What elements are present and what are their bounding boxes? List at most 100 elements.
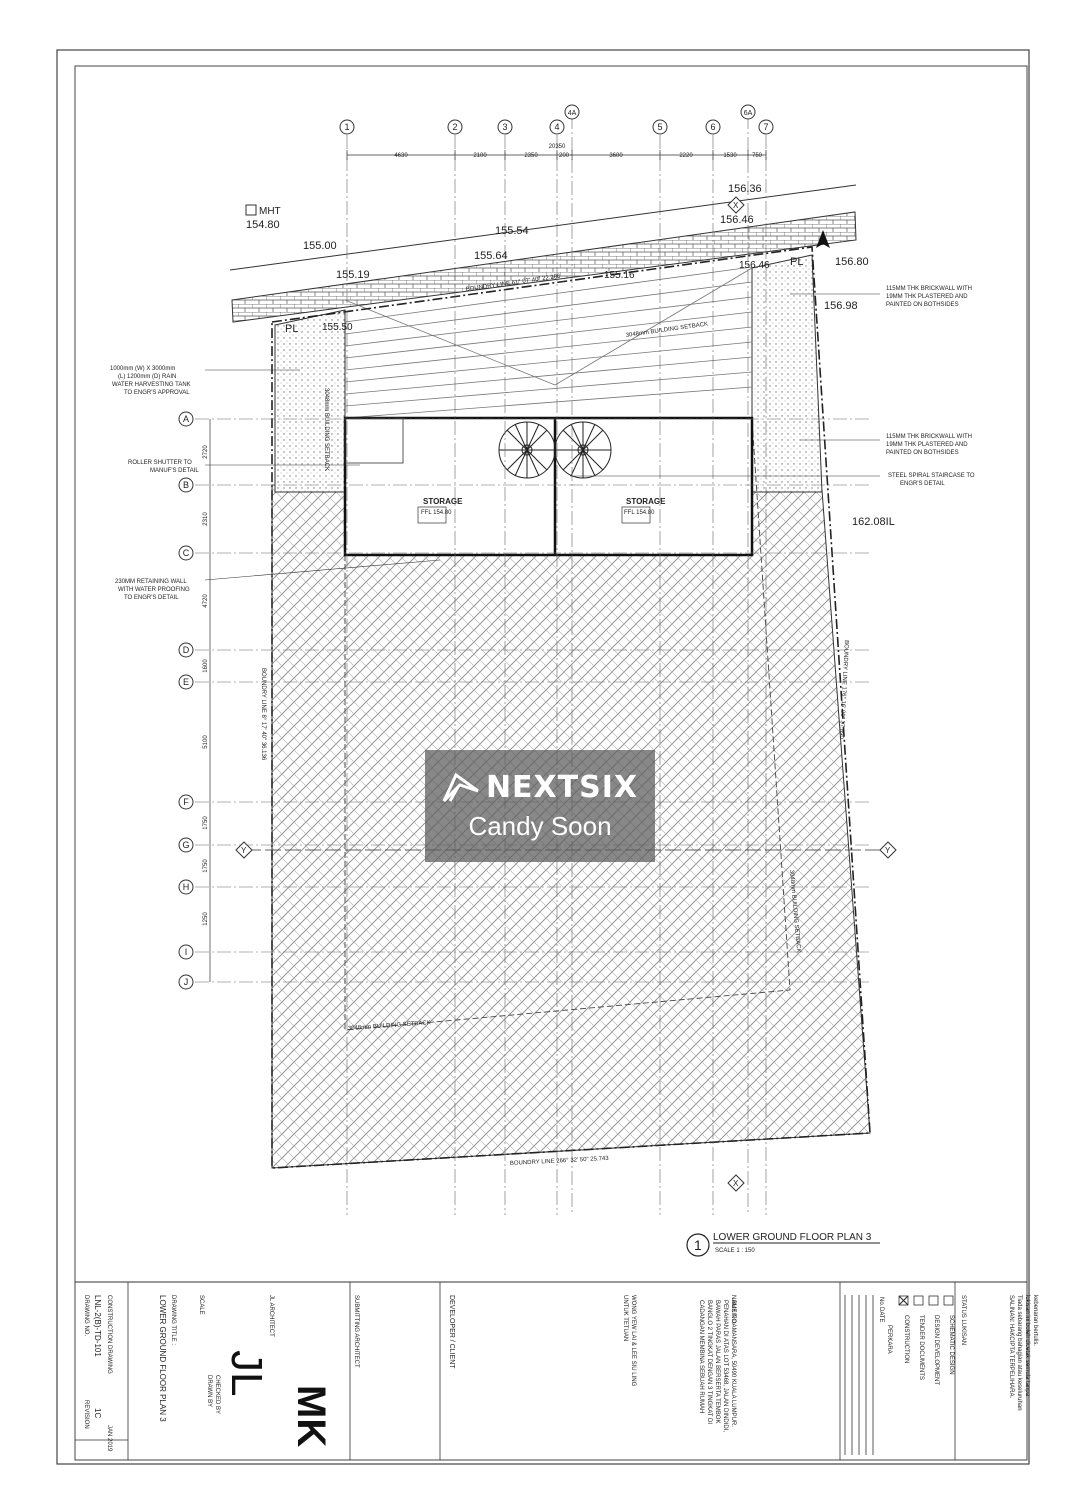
level-155-16: 155.16: [604, 270, 635, 281]
svg-text:PENAHAN DI ATAS LOT 53468, JAL: PENAHAN DI ATAS LOT 53468, JALAN DINDIDI…: [722, 1300, 728, 1432]
grid-col-6: 6: [710, 122, 715, 132]
title-block-dividers: [75, 1282, 956, 1460]
dim-left-8: 1250: [203, 912, 209, 926]
level-mht-label: MHT: [259, 206, 281, 217]
svg-text:BUKIT DAMANSARA, 50490 KUALA L: BUKIT DAMANSARA, 50490 KUALA LUMPUR.: [730, 1300, 736, 1427]
setback-left-label: 3048mm BUILDING SETBACK: [323, 388, 329, 471]
watermark: NEXTSIX Candy Soon: [425, 750, 655, 862]
road-edge: [229, 184, 857, 271]
tb-drawing-title: LOWER GROUND FLOOR PLAN 3: [158, 1295, 167, 1422]
svg-text:JL: JL: [222, 1350, 271, 1396]
grid-bubbles-rows: [178, 411, 194, 990]
tb-sheet-label: CONSTRUCTION DRAWING: [106, 1295, 112, 1374]
note-brick-2b: 19MM THK PLASTERED AND: [886, 442, 968, 448]
note-rain-tank-3: WATER HARVESTING TANK: [112, 382, 191, 388]
setback-bottom-label: 3048mm BUILDING SETBACK: [348, 1020, 431, 1032]
svg-text:SALINAN: HAKCIPTA TERPELIHARA.: SALINAN: HAKCIPTA TERPELIHARA.: [1008, 1295, 1014, 1398]
boundary-right-label: BOUNDRY LINE 176° 16' 00" 37.890: [838, 640, 849, 740]
mht-symbol: [245, 204, 257, 216]
level-mht: 154.80: [246, 219, 280, 231]
boundary-left-label: BOUNDRY LINE 8° 17' 40" 36.136: [260, 668, 266, 761]
grid-row-f: F: [183, 797, 189, 807]
grid-row-c: C: [183, 548, 190, 558]
dim-left-2: 2310: [203, 512, 209, 526]
dim-top-overall: 20350: [549, 144, 566, 150]
note-brick-2c: PAINTED ON BOTHSIDES: [886, 450, 959, 456]
site-boundary: [271, 246, 871, 1169]
dimension-ticks-top: [346, 150, 767, 160]
svg-text:Y: Y: [885, 846, 891, 855]
dim-top-1: 4630: [394, 153, 408, 159]
grid-row-e: E: [183, 677, 189, 687]
status-check-construction-icon: [898, 1295, 909, 1306]
svg-text:X: X: [733, 201, 739, 210]
mk-logo: MK: [289, 1385, 333, 1447]
tb-project: CADANGAN MEMBINA SEBUAH RUMAH BANGLO 2 T…: [698, 1300, 736, 1432]
grid-lines-horizontal: [195, 418, 870, 983]
level-156-46-a: 156.46: [720, 214, 754, 226]
dim-left-5: 5100: [203, 735, 209, 749]
tb-drawn-label: DRAWN BY: [206, 1375, 212, 1407]
level-156-46-b: 156.46: [739, 260, 770, 271]
tb-revision: 1C: [93, 1408, 102, 1418]
tb-status-1: SCHEMATIC DESIGN: [948, 1315, 954, 1375]
grid-col-4a: 4A: [568, 110, 577, 117]
tb-status-3: TENDER DOCUMENTS: [918, 1315, 924, 1380]
note-stair-1: STEEL SPIRAL STAIRCASE TO: [888, 473, 975, 479]
dim-top-2: 2100: [473, 153, 487, 159]
tb-rev-desc: PERKARA: [886, 1325, 892, 1354]
dim-left-3: 4720: [203, 594, 209, 608]
note-rain-tank-1: 1000mm (W) X 3000mm: [110, 366, 175, 372]
dim-left-6: 1750: [203, 816, 209, 830]
note-retaining-2: WITH WATER PROOFING: [118, 587, 190, 593]
drawing-scale: SCALE 1 : 150: [715, 1248, 755, 1254]
tb-copyright: SALINAN: HAKCIPTA TERPELIHARA. Tiada seb…: [1008, 1295, 1038, 1411]
storage-sub-right: FFL 154.80: [624, 510, 655, 516]
note-rain-tank-4: TO ENGR'S APPROVAL: [124, 390, 190, 396]
storage-sub-left: FFL 154.80: [421, 510, 452, 516]
level-156-98: 156.98: [824, 300, 858, 312]
tb-owner-label: UNTUK TETUAN: [622, 1295, 628, 1341]
note-brick-1b: 19MM THK PLASTERED AND: [886, 294, 968, 300]
tb-date: JAN 2019: [106, 1425, 112, 1452]
leaders: [204, 293, 880, 581]
dim-left-4: 1600: [203, 659, 209, 673]
note-brick-1c: PAINTED ON BOTHSIDES: [886, 302, 959, 308]
ramp-striping: [344, 266, 753, 419]
spiral-stair-left: [498, 421, 556, 479]
tb-rev-no: No.: [878, 1297, 884, 1307]
grid-row-d: D: [183, 645, 190, 655]
grid-col-6a: 6A: [744, 110, 753, 117]
note-rain-tank-2: (L) 1200mm (D) RAIN: [118, 374, 176, 380]
storage-label-right: STORAGE: [626, 497, 666, 506]
grid-col-2: 2: [452, 122, 457, 132]
jl-logo: JL: [222, 1350, 271, 1396]
note-stair-2: ENGR'S DETAIL: [900, 481, 945, 487]
dim-top-5: 3600: [609, 153, 623, 159]
pl-label-left: PL: [285, 323, 298, 335]
tb-scale-label: SCALE: [198, 1295, 204, 1315]
grid-bubbles-columns: [339, 104, 774, 135]
dim-top-7: 1530: [723, 153, 737, 159]
setback-line: [344, 419, 791, 1031]
watermark-brand: NEXTSIX: [485, 770, 639, 805]
view-number: 1: [694, 1237, 702, 1253]
section-mark-x-bottom: X: [727, 1174, 745, 1192]
dim-left-1: 2720: [203, 445, 209, 459]
level-155-19: 155.19: [336, 269, 370, 281]
tb-name-label: NAME NO.: [730, 1295, 736, 1325]
grid-col-7: 7: [763, 122, 768, 132]
svg-text:kebenaran bertulis.: kebenaran bertulis.: [1032, 1295, 1038, 1346]
level-155-50: 155.50: [322, 322, 353, 333]
road-brick-strip: [231, 211, 857, 323]
svg-text:MK: MK: [289, 1385, 333, 1447]
spiral-stair-right: [554, 421, 612, 479]
grid-row-b: B: [183, 480, 189, 490]
grid-row-i: I: [185, 947, 188, 957]
watermark-agent: Candy Soon: [468, 811, 612, 841]
dim-left-7: 1750: [203, 859, 209, 873]
tb-owner: WONG YEW LAI & LEE SIU LING: [630, 1295, 636, 1387]
tb-rev-date: DATE: [878, 1307, 884, 1323]
section-mark-y-right: Y: [879, 841, 897, 859]
grid-col-4: 4: [554, 122, 559, 132]
